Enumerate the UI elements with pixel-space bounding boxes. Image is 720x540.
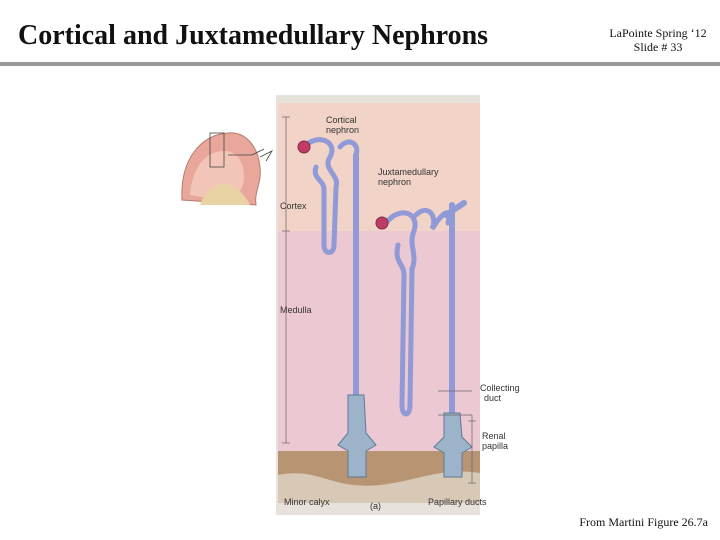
label-renal-1: Renal [482,431,506,441]
label-panel-a: (a) [370,501,381,511]
label-juxta-2: nephron [378,177,411,187]
slide-number: Slide # 33 [633,40,683,54]
figure-caption: From Martini Figure 26.7a [579,515,708,529]
label-cortical-2: nephron [326,125,359,135]
label-collecting-2: duct [484,393,502,403]
title-divider [0,62,720,66]
label-cortex: Cortex [280,201,307,211]
kidney-inset-icon [181,132,274,206]
label-renal-2: papilla [482,441,508,451]
cortex-region [278,103,480,231]
course-term: LaPointe Spring ‘12 [609,26,707,40]
label-minor-calyx: Minor calyx [284,497,330,507]
collecting-ducts [353,152,467,418]
juxtamedullary-glomerulus [375,216,389,230]
cortical-glomerulus [297,140,311,154]
nephron-figure: Cortical nephron Juxtamedullary nephron … [181,95,520,515]
label-collecting-1: Collecting [480,383,520,393]
slide-meta: LaPointe Spring ‘12 Slide # 33 [600,26,716,54]
label-papillary-ducts: Papillary ducts [428,497,487,507]
label-medulla: Medulla [280,305,312,315]
label-juxta-1: Juxtamedullary [378,167,439,177]
papillary-ducts-shape [337,394,473,478]
label-cortical-1: Cortical [326,115,357,125]
slide-title: Cortical and Juxtamedullary Nephrons [18,20,489,51]
